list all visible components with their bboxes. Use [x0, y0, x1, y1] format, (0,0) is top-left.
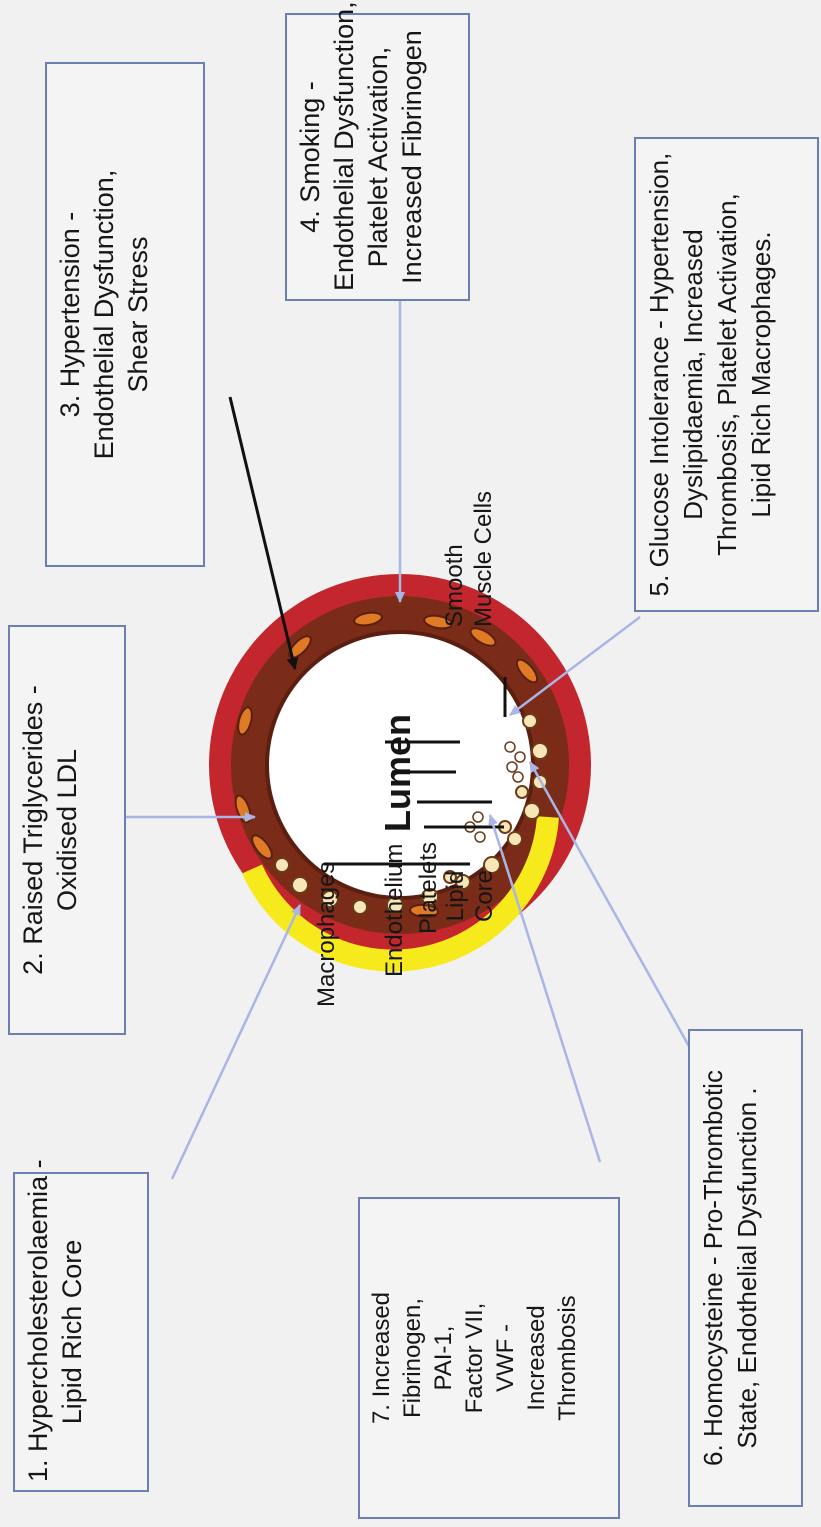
lipid-core-label-line: Lipid	[442, 870, 469, 922]
box-line: Endothelial Dysfunction,	[329, 1, 359, 291]
box-line: Lipid Rich Core	[57, 1239, 87, 1425]
box-line: 7. Increased	[368, 1291, 395, 1425]
box-line: Shear Stress	[123, 236, 153, 393]
box-line: Lipid Rich Macrophages.	[746, 231, 776, 518]
structure-leader-lines	[324, 677, 507, 866]
arrow-factor-7	[488, 814, 602, 1163]
lipid-core-band	[241, 816, 559, 972]
box-line: Endothelial Dysfunction,	[89, 169, 119, 460]
arrow-factor-3	[228, 396, 299, 670]
risk-factor-6-box: 6. Homocysteine - Pro-Thrombotic State, …	[688, 1029, 803, 1507]
smooth-muscle-cells	[234, 611, 539, 919]
risk-factor-4-box: 4. Smoking - Endothelial Dysfunction, Pl…	[285, 1, 470, 301]
macrophages-label: Macrophages	[313, 861, 340, 1007]
risk-factor-arrows	[123, 301, 697, 1180]
box-line: Increased Fibrinogen	[397, 30, 427, 284]
box-line: Platelet Activation,	[363, 46, 393, 268]
platelets	[464, 741, 526, 843]
lipid-core-label: Lipid Core	[441, 870, 499, 922]
box-line: Thrombosis, Platelet Activation,	[712, 193, 742, 556]
risk-factor-7-box: 7. Increased Fibrinogen, PAI-1, Factor V…	[358, 1197, 620, 1519]
box-line: Fibrinogen,	[399, 1297, 426, 1419]
box-line: PAI-1,	[430, 1325, 457, 1391]
box-line: VWF -	[492, 1324, 519, 1392]
risk-factor-2-box: 2. Raised Triglycerides - Oxidised LDL	[8, 625, 126, 1035]
box-line: Dyslipidaemia, Increased	[678, 229, 708, 520]
macrophages	[274, 713, 549, 915]
box-line: Thrombosis	[554, 1295, 581, 1421]
box-line: Oxidised LDL	[52, 748, 82, 912]
box-line: 6. Homocysteine - Pro-Thrombotic	[698, 1070, 728, 1466]
box-line: 2. Raised Triglycerides -	[18, 685, 48, 975]
arrow-factor-1	[170, 904, 302, 1180]
platelets-label: Platelets	[415, 841, 442, 934]
box-line: 3. Hypertension -	[55, 211, 85, 418]
arrow-factor-6	[528, 761, 697, 1058]
risk-factor-1-box: 1. Hypercholesterolaemia - Lipid Rich Co…	[13, 1159, 149, 1492]
box-line: Factor VII,	[461, 1302, 488, 1414]
smooth-muscle-label-line: Muscle Cells	[470, 490, 497, 627]
arrow-factor-5	[509, 616, 641, 716]
endothelium-label: Endothelium	[381, 843, 408, 977]
risk-factor-5-box: 5. Glucose Intolerance - Hypertension, D…	[634, 137, 819, 612]
box-line: Increased	[523, 1305, 550, 1411]
box-line: State, Endothelial Dysfunction .	[732, 1087, 762, 1449]
smooth-muscle-label-line: Smooth	[441, 544, 468, 627]
risk-factor-3-box: 3. Hypertension - Endothelial Dysfunctio…	[45, 62, 205, 567]
box-line: 4. Smoking -	[295, 81, 325, 233]
smooth-muscle-label: Smooth Muscle Cells	[440, 491, 498, 627]
box-line: 1. Hypercholesterolaemia -	[23, 1159, 53, 1482]
lipid-core-label-line: Core	[471, 869, 498, 922]
box-line: 5. Glucose Intolerance - Hypertension,	[644, 152, 674, 597]
